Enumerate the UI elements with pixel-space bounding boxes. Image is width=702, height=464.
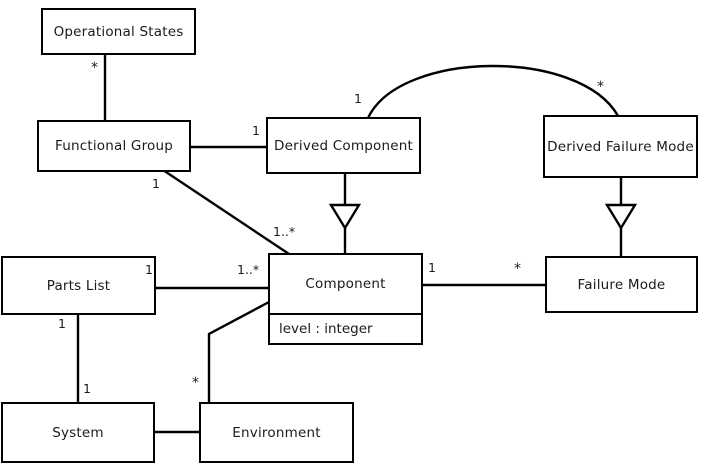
- class-name-system: System: [52, 424, 104, 441]
- generalization-triangle-failure-mode: [604, 203, 638, 231]
- class-box-derived-component[interactable]: Derived Component: [266, 117, 421, 174]
- association-derived-component-derived-failure-mode: [366, 64, 620, 119]
- multiplicity-derived-failure-mode-derived-component: *: [597, 79, 604, 95]
- class-name-environment: Environment: [232, 424, 321, 441]
- class-box-operational-states[interactable]: Operational States: [41, 8, 196, 55]
- multiplicity-component-functional-group: 1..*: [273, 224, 296, 239]
- association-functional-group-component: [162, 169, 290, 255]
- class-box-derived-failure-mode[interactable]: Derived Failure Mode: [543, 115, 698, 178]
- class-box-environment[interactable]: Environment: [199, 402, 354, 463]
- multiplicity-failure-mode-component: *: [514, 261, 521, 277]
- multiplicity-component-parts-list: 1..*: [237, 262, 260, 277]
- multiplicity-component-failure-mode: 1: [428, 260, 436, 275]
- multiplicity-functional-group-component: 1: [152, 176, 160, 191]
- generalization-triangle-component: [328, 203, 362, 231]
- class-name-parts-list: Parts List: [46, 277, 111, 294]
- class-name-derived-failure-mode: Derived Failure Mode: [547, 138, 694, 155]
- multiplicity-derived-component-derived-failure-mode: 1: [354, 91, 362, 106]
- multiplicity-system-partslist: 1: [83, 381, 91, 396]
- class-name-functional-group: Functional Group: [54, 138, 174, 154]
- class-attribute-level: level : integer: [270, 313, 421, 343]
- class-box-system[interactable]: System: [1, 402, 155, 463]
- association-environment-component: [207, 300, 270, 403]
- class-name-derived-component: Derived Component: [274, 137, 413, 154]
- class-box-component[interactable]: Component level : integer: [268, 253, 423, 345]
- multiplicity-parts-list-system: 1: [58, 316, 66, 331]
- multiplicity-functional-group-derived-component: 1: [252, 123, 260, 138]
- class-box-parts-list[interactable]: Parts List: [1, 256, 156, 315]
- class-name-operational-states: Operational States: [53, 23, 184, 40]
- class-box-failure-mode[interactable]: Failure Mode: [545, 256, 698, 313]
- multiplicity-environment-component: *: [192, 375, 199, 391]
- multiplicity-operational-states-functional-group: *: [91, 60, 98, 76]
- class-name-failure-mode: Failure Mode: [577, 276, 666, 293]
- class-name-component: Component: [305, 276, 386, 292]
- class-box-functional-group[interactable]: Functional Group: [37, 120, 191, 172]
- multiplicity-parts-list-component: 1: [145, 262, 153, 277]
